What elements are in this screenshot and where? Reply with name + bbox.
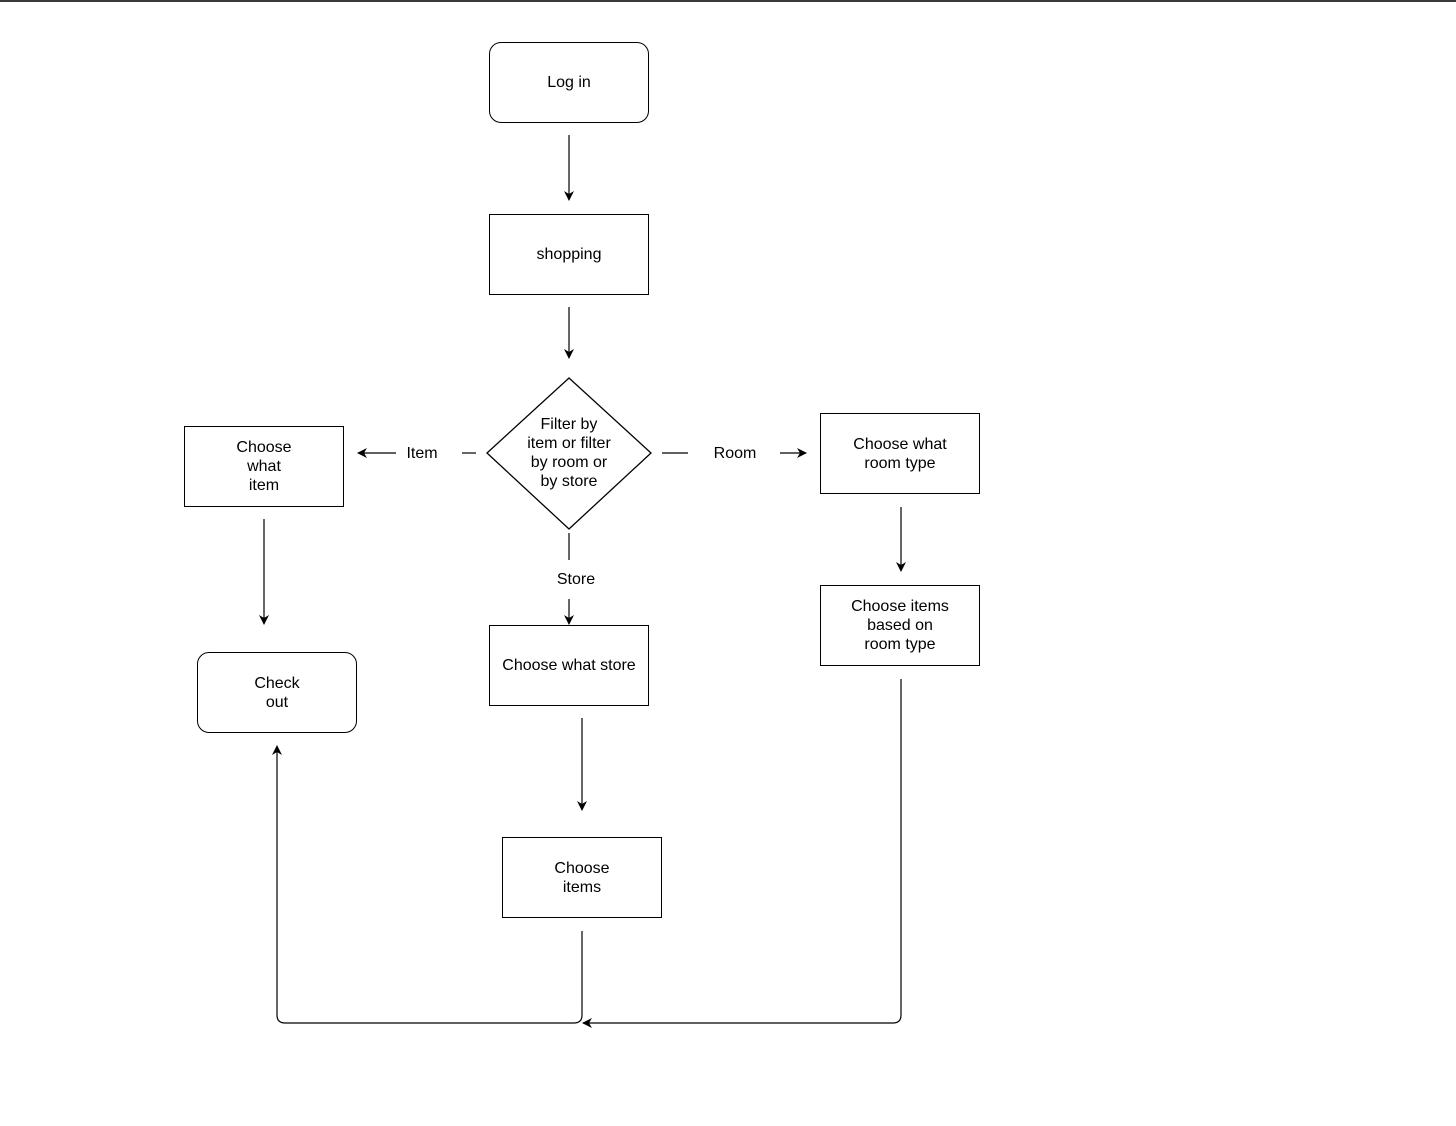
check-out-node[interactable]: Check out <box>197 652 357 733</box>
shopping-label: shopping <box>536 246 602 263</box>
edge-roomitems-merge <box>582 679 902 1028</box>
edge-label-store: Store <box>551 570 601 589</box>
choose-what-room-type-node[interactable]: Choose what room type <box>820 413 980 494</box>
choose-what-item-label: Choose what item <box>236 439 292 494</box>
choose-what-store-node[interactable]: Choose what store <box>489 625 649 706</box>
login-node[interactable]: Log in <box>489 42 649 123</box>
choose-items-label: Choose items <box>554 859 610 896</box>
choose-items-room-label: Choose items based on room type <box>851 598 949 653</box>
login-label: Log in <box>547 74 591 91</box>
decision-diamond <box>486 377 652 530</box>
decision-label: Filter by item or filter by room or by s… <box>527 416 611 490</box>
edge-items-checkout <box>272 745 583 1024</box>
check-out-label: Check out <box>254 674 300 711</box>
edge-label-room: Room <box>709 444 761 463</box>
shopping-node[interactable]: shopping <box>489 214 649 295</box>
choose-items-room-node[interactable]: Choose items based on room type <box>820 585 980 666</box>
choose-what-store-label: Choose what store <box>502 657 636 674</box>
edge-label-item: Item <box>402 444 442 463</box>
choose-items-node[interactable]: Choose items <box>502 837 662 918</box>
choose-what-room-type-label: Choose what room type <box>853 435 947 472</box>
choose-what-item-node[interactable]: Choose what item <box>184 426 344 507</box>
canvas-top-border <box>0 0 1456 2</box>
